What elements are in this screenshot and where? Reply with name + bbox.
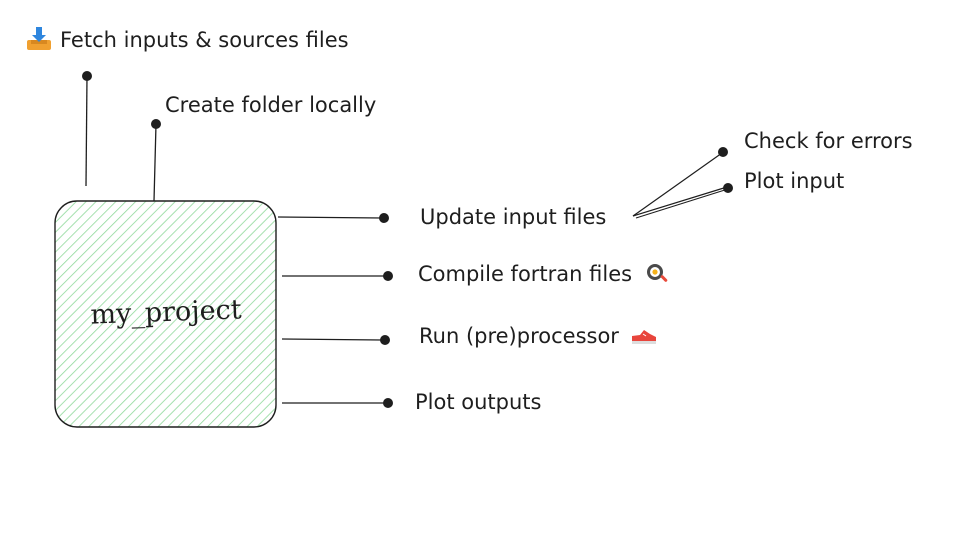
connector-compile xyxy=(282,271,393,281)
node-fetch-inputs: Fetch inputs & sources files xyxy=(26,27,349,53)
connector-run xyxy=(281,335,390,345)
connector-update-input xyxy=(277,213,389,223)
node-plot-outputs: Plot outputs xyxy=(415,389,541,415)
node-check-errors: Check for errors xyxy=(744,128,913,154)
check-errors-label: Check for errors xyxy=(744,129,913,153)
connector-fetch xyxy=(82,71,92,187)
create-folder-label: Create folder locally xyxy=(165,93,377,117)
compile-label: Compile fortran files xyxy=(418,262,633,286)
frying-pan-icon xyxy=(646,263,668,282)
node-compile: Compile fortran files xyxy=(418,261,669,287)
plot-input-label: Plot input xyxy=(744,169,845,193)
node-update-input: Update input files xyxy=(420,204,606,230)
node-plot-input: Plot input xyxy=(744,168,844,194)
fetch-label: Fetch inputs & sources files xyxy=(60,28,349,52)
run-label: Run (pre)processor xyxy=(419,324,619,348)
connector-plot-input xyxy=(632,183,733,219)
project-box xyxy=(54,200,277,428)
sneaker-icon xyxy=(631,330,656,344)
connector-plot-outputs xyxy=(282,398,393,408)
node-create-folder: Create folder locally xyxy=(165,92,376,118)
download-tray-icon xyxy=(27,27,51,50)
connector-create-folder xyxy=(151,119,161,202)
connector-check-errors xyxy=(632,147,728,217)
plot-outputs-label: Plot outputs xyxy=(415,390,542,414)
node-run-processor: Run (pre)processor xyxy=(419,323,658,349)
update-input-label: Update input files xyxy=(420,205,607,229)
